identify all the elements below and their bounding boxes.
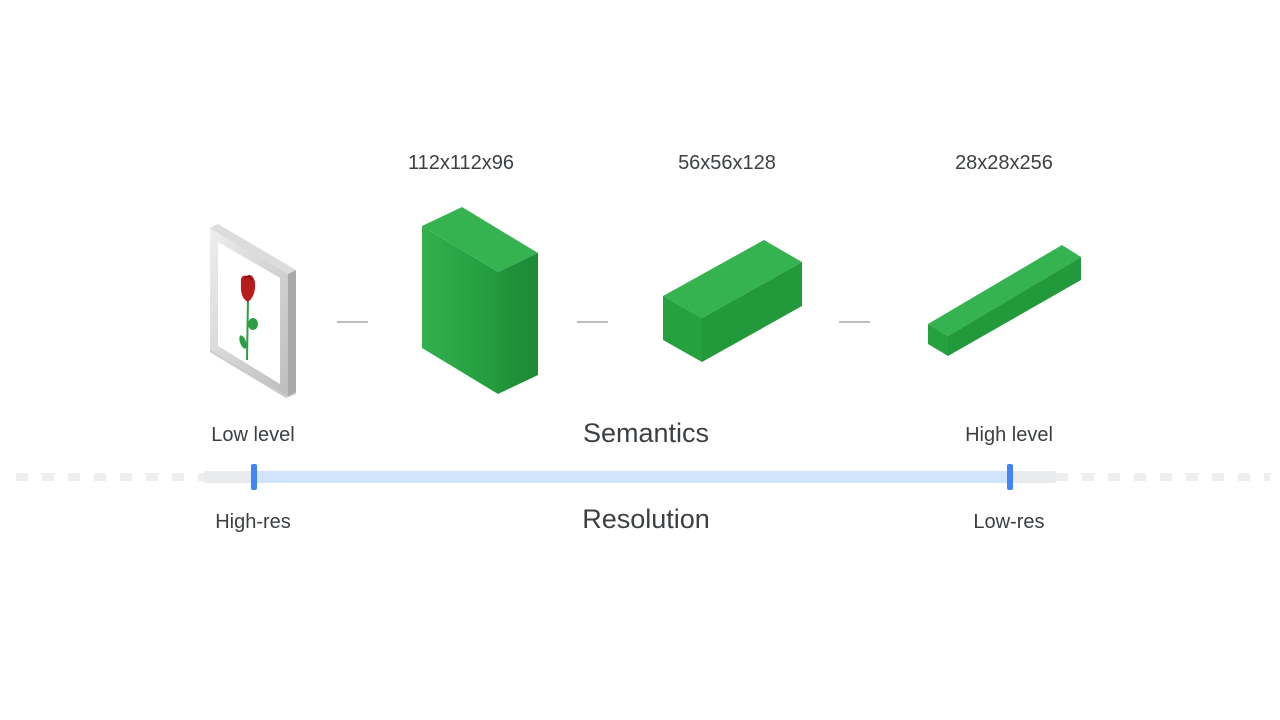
axis-range-fill — [254, 471, 1010, 483]
stage-3-dims: 28x28x256 — [955, 152, 1053, 174]
resolution-title: Resolution — [582, 504, 710, 534]
semantics-title: Semantics — [582, 418, 710, 448]
feature-block-2 — [663, 240, 802, 362]
left-marker — [251, 464, 257, 490]
resolution-high-label: High-res — [215, 511, 291, 533]
feature-block-3 — [928, 245, 1081, 356]
right-marker — [1007, 464, 1013, 490]
stage-1-dims: 112x112x96 — [407, 152, 514, 174]
feature-block-1 — [422, 207, 538, 394]
framed-rose-image-icon — [210, 224, 296, 398]
resolution-low-label: Low-res — [973, 511, 1045, 533]
semantics-low-label: Low level — [211, 424, 295, 446]
stage-2-dims: 56x56x128 — [678, 152, 776, 174]
semantics-high-label: High level — [965, 424, 1053, 446]
